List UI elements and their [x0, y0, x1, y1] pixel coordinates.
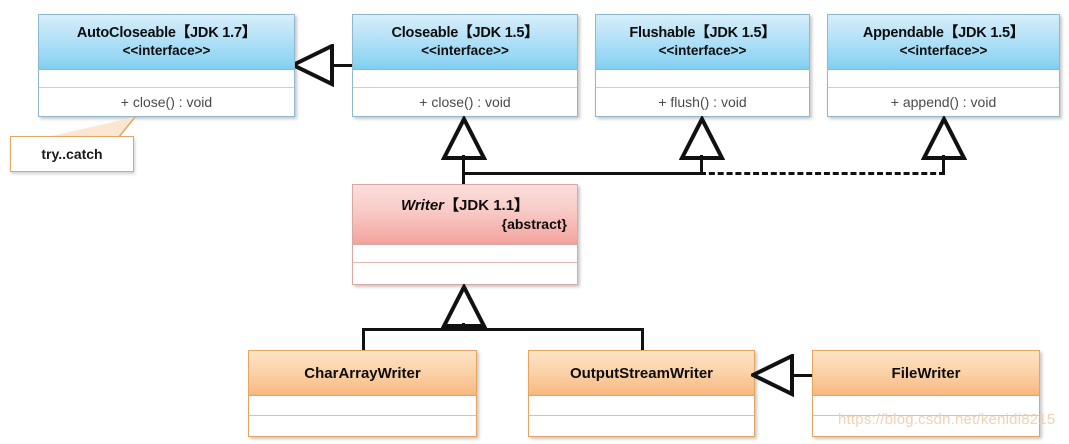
writer-title: Writer【JDK 1.1】	[363, 197, 567, 214]
autocloseable-stereotype: <<interface>>	[122, 42, 211, 58]
writer-header: Writer【JDK 1.1】 {abstract}	[353, 185, 577, 246]
outputstreamwriter-title: OutputStreamWriter	[569, 364, 714, 382]
chararraywriter-operations-compartment	[249, 416, 476, 436]
interface-box-closeable[interactable]: Closeable【JDK 1.5】 <<interface>> + close…	[352, 14, 578, 117]
writer-jdk: 【JDK 1.1】	[444, 196, 530, 214]
appendable-operations-compartment: + append() : void	[828, 88, 1059, 116]
autocloseable-header: AutoCloseable【JDK 1.7】 <<interface>>	[39, 15, 294, 71]
class-box-chararraywriter[interactable]: CharArrayWriter	[248, 350, 477, 437]
autocloseable-attributes-compartment	[39, 70, 294, 89]
connector-bus-to-chararraywriter	[362, 328, 365, 352]
filewriter-title: FileWriter	[891, 364, 961, 382]
outputstreamwriter-attributes-compartment	[529, 396, 754, 417]
flushable-attributes-compartment	[596, 70, 809, 89]
generalization-arrowhead-outputstreamwriter	[751, 354, 794, 398]
generalization-arrowhead-autocloseable	[291, 44, 334, 88]
writer-attributes-compartment	[353, 245, 577, 264]
class-box-filewriter[interactable]: FileWriter	[812, 350, 1040, 437]
closeable-stereotype: <<interface>>	[421, 42, 509, 58]
connector-closeable-to-autocloseable	[330, 64, 354, 67]
note-try-catch-label: try..catch	[41, 146, 103, 162]
appendable-header: Appendable【JDK 1.5】 <<interface>>	[828, 15, 1059, 71]
closeable-operations-compartment: + close() : void	[353, 88, 577, 116]
connector-stem-appendable	[942, 155, 945, 174]
chararraywriter-title: CharArrayWriter	[304, 364, 421, 382]
connector-bus-to-outputstreamwriter	[641, 328, 644, 352]
interface-box-autocloseable[interactable]: AutoCloseable【JDK 1.7】 <<interface>> + c…	[38, 14, 295, 117]
writer-name: Writer	[400, 196, 445, 214]
connector-filewriter-to-outputstreamwriter	[790, 374, 814, 377]
interface-box-flushable[interactable]: Flushable【JDK 1.5】 <<interface>> + flush…	[595, 14, 810, 117]
chararraywriter-attributes-compartment	[249, 396, 476, 417]
filewriter-operations-compartment	[813, 416, 1039, 436]
connector-stem-writer	[462, 323, 465, 331]
connector-stem-closeable	[462, 155, 465, 174]
closeable-header: Closeable【JDK 1.5】 <<interface>>	[353, 15, 577, 71]
appendable-attributes-compartment	[828, 70, 1059, 89]
autocloseable-operation: + close() : void	[120, 94, 213, 111]
appendable-title: Appendable【JDK 1.5】	[862, 25, 1025, 42]
flushable-header: Flushable【JDK 1.5】 <<interface>>	[596, 15, 809, 71]
outputstreamwriter-operations-compartment	[529, 416, 754, 436]
connector-subclass-bus	[362, 328, 644, 331]
flushable-title: Flushable【JDK 1.5】	[629, 25, 776, 42]
flushable-stereotype: <<interface>>	[658, 42, 747, 58]
abstract-class-box-writer[interactable]: Writer【JDK 1.1】 {abstract}	[352, 184, 578, 285]
closeable-operation: + close() : void	[419, 94, 511, 111]
connector-bus-solid	[462, 172, 703, 175]
autocloseable-operations-compartment: + close() : void	[39, 88, 294, 116]
connector-bus-dashed	[700, 172, 945, 175]
flushable-operation: + flush() : void	[658, 94, 747, 111]
class-box-outputstreamwriter[interactable]: OutputStreamWriter	[528, 350, 755, 437]
chararraywriter-header: CharArrayWriter	[249, 351, 476, 397]
connector-bus-to-writer	[462, 172, 465, 186]
interface-box-appendable[interactable]: Appendable【JDK 1.5】 <<interface>> + appe…	[827, 14, 1060, 117]
flushable-operations-compartment: + flush() : void	[596, 88, 809, 116]
filewriter-header: FileWriter	[813, 351, 1039, 397]
closeable-title: Closeable【JDK 1.5】	[391, 25, 539, 42]
filewriter-attributes-compartment	[813, 396, 1039, 417]
connector-stem-flushable	[700, 155, 703, 174]
appendable-operation: + append() : void	[890, 94, 997, 111]
appendable-stereotype: <<interface>>	[899, 42, 988, 58]
closeable-attributes-compartment	[353, 70, 577, 89]
outputstreamwriter-header: OutputStreamWriter	[529, 351, 754, 397]
note-try-catch[interactable]: try..catch	[10, 136, 134, 172]
writer-abstract-modifier: {abstract}	[501, 215, 567, 232]
writer-operations-compartment	[353, 263, 577, 284]
autocloseable-title: AutoCloseable【JDK 1.7】	[76, 25, 257, 42]
